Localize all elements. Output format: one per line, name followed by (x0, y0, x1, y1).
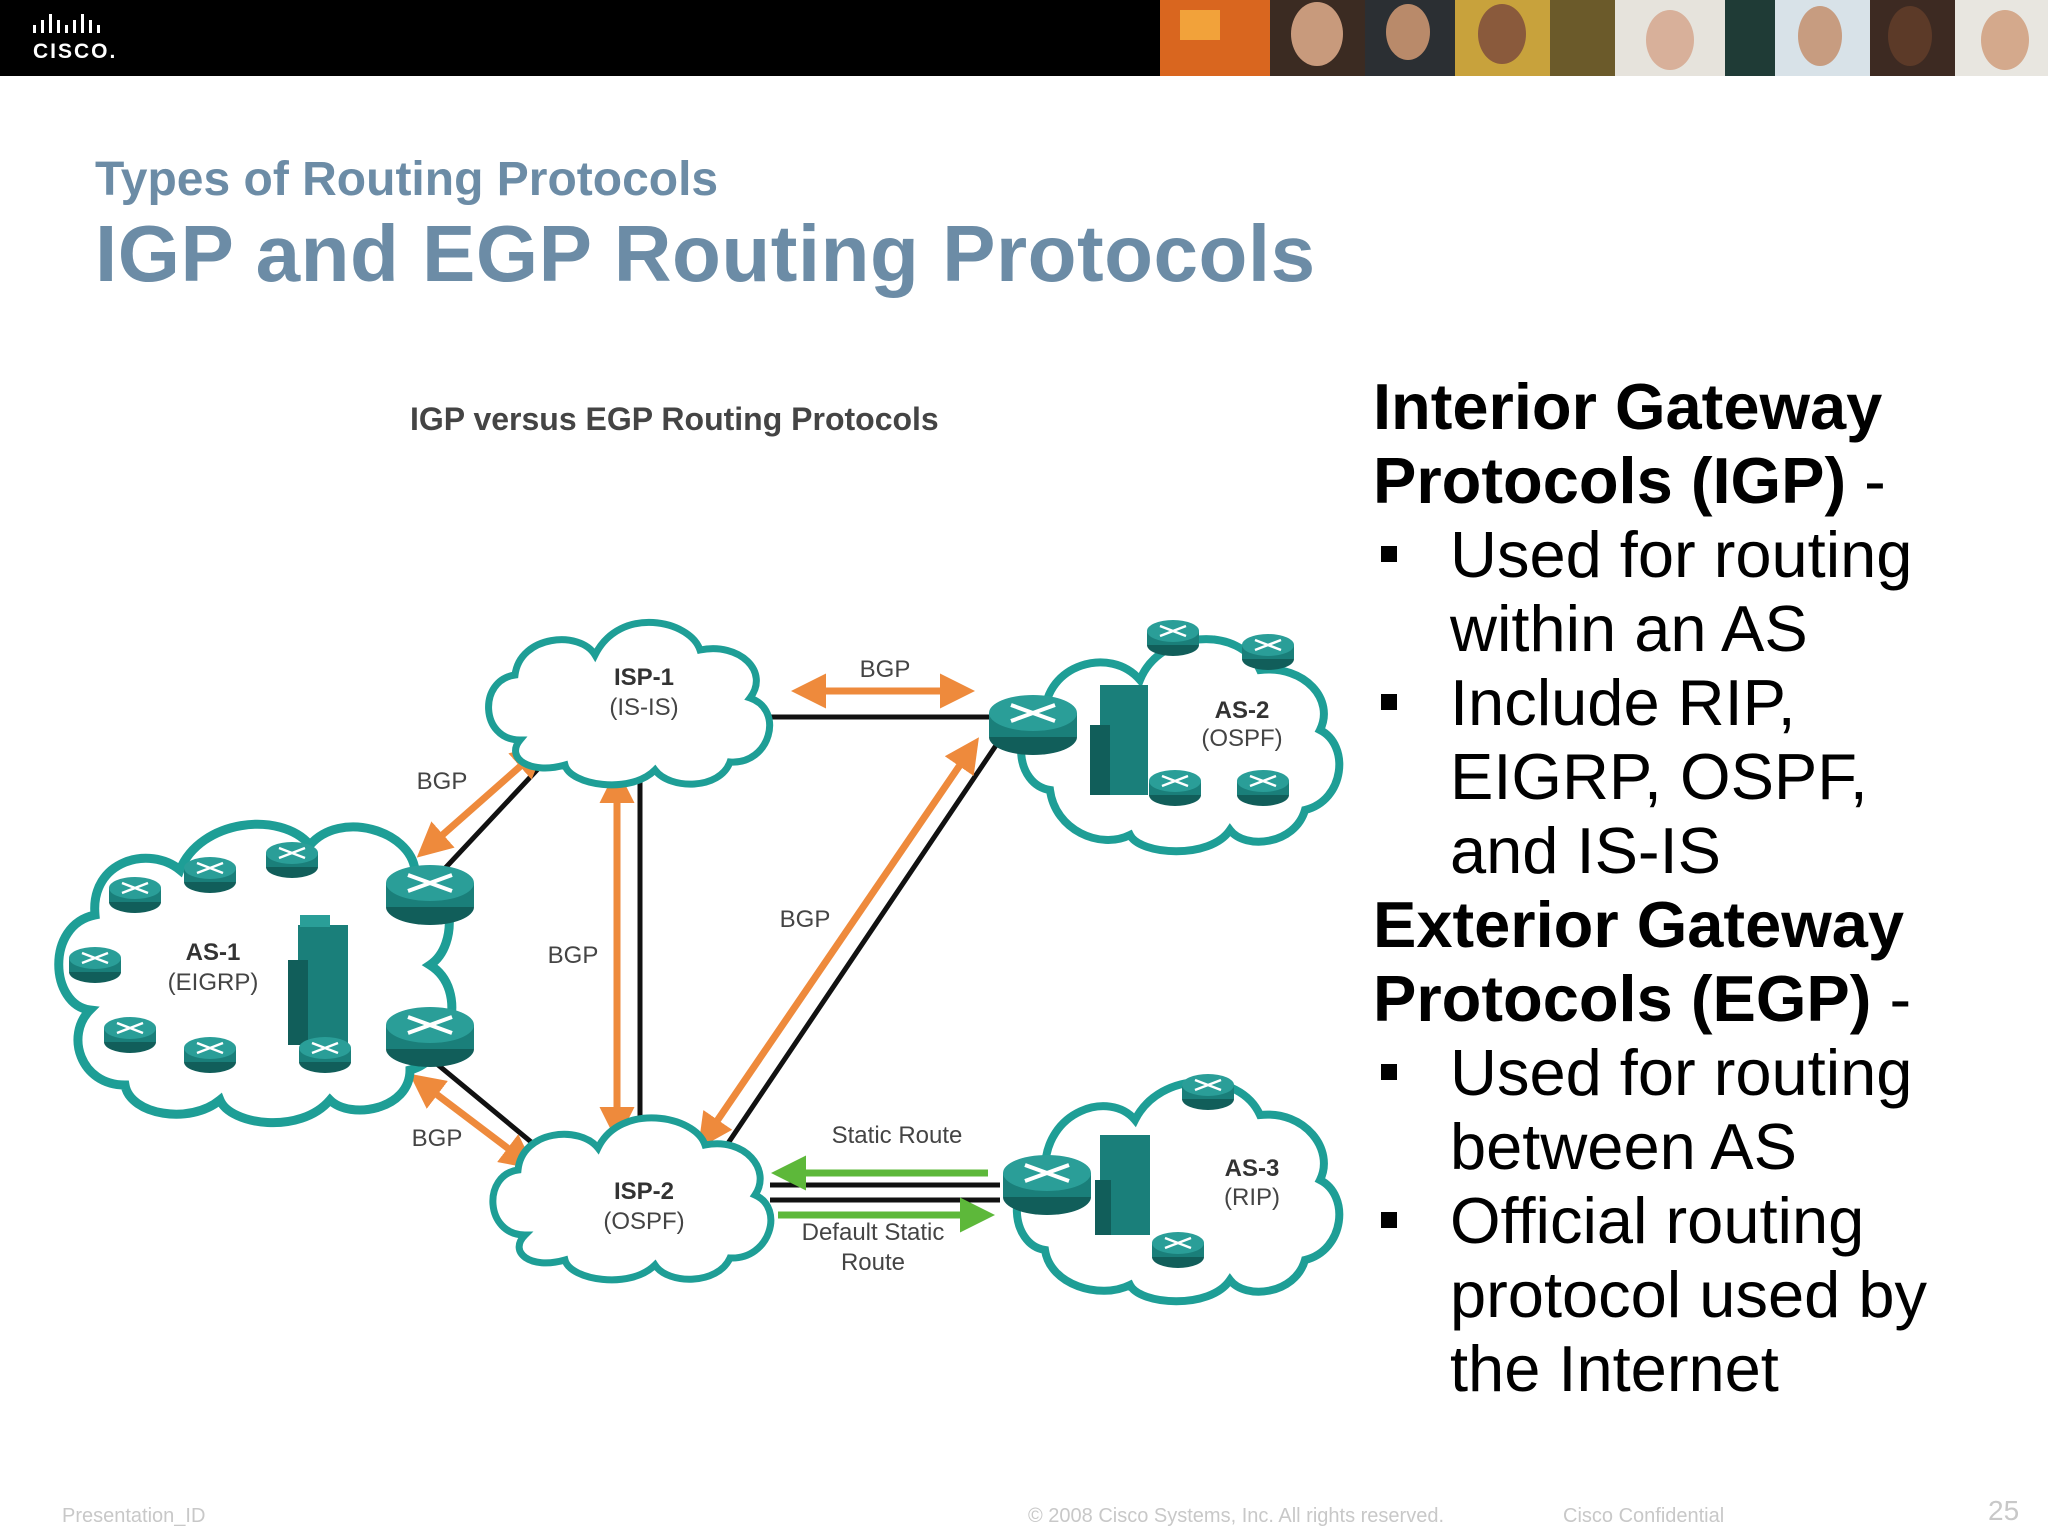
igp-heading-dash: - (1846, 444, 1886, 517)
as1-router-6 (182, 1035, 238, 1075)
egp-bullet-2-line-2: protocol used by (1450, 1258, 1927, 1331)
as3-router-2 (1150, 1230, 1206, 1270)
label-default-static-1: Default Static (802, 1219, 945, 1246)
as2-router-1 (1145, 618, 1201, 658)
header-photo-strip (1160, 0, 2048, 76)
diagram-caption: IGP versus EGP Routing Protocols (410, 401, 939, 437)
egp-heading-line-1: Exterior Gateway (1373, 888, 1905, 961)
as1-router-3 (264, 840, 320, 880)
egp-bullet-list: Used for routing between AS Official rou… (1373, 1036, 2043, 1406)
igp-bullet-1: Used for routing within an AS (1373, 518, 2043, 666)
bgp-arrows (409, 673, 979, 1170)
square-bullet-icon (1381, 546, 1397, 562)
as1-edge-router-2 (384, 1005, 476, 1069)
footer-copyright: © 2008 Cisco Systems, Inc. All rights re… (1028, 1505, 1445, 1527)
slide-subtitle: Types of Routing Protocols (95, 153, 719, 206)
isp2-cloud: ISP-2 (OSPF) (489, 1114, 775, 1284)
as1-router-5 (102, 1015, 158, 1055)
as1-edge-router-1 (384, 863, 476, 927)
egp-bullet-2-line-1: Official routing (1450, 1184, 1865, 1257)
static-arrows (771, 1155, 995, 1233)
label-bgp-isp1-as2: BGP (860, 656, 911, 683)
footer-presentation-id: Presentation_ID (62, 1505, 206, 1527)
isp2-name: ISP-2 (614, 1178, 674, 1205)
cisco-bridge-logo-icon (33, 14, 100, 33)
igp-bullet-1-line-1: Used for routing (1450, 518, 1913, 591)
isp1-name: ISP-1 (614, 664, 674, 691)
as1-protocol: (EIGRP) (168, 969, 259, 996)
protocol-description: Interior Gateway Protocols (IGP) - Used … (1373, 370, 2043, 1406)
square-bullet-icon (1381, 1064, 1397, 1080)
egp-heading-dash: - (1871, 962, 1912, 1035)
igp-bullet-2-line-1: Include RIP, (1450, 666, 1796, 739)
as1-cloud: AS-1 (EIGRP) (54, 819, 457, 1127)
egp-bullet-1-line-2: between AS (1450, 1110, 1797, 1183)
igp-bullet-1-line-2: within an AS (1450, 592, 1808, 665)
egp-heading: Exterior Gateway Protocols (EGP) - (1373, 888, 2043, 1036)
as3-protocol: (RIP) (1224, 1184, 1280, 1211)
egp-bullet-2-line-3: the Internet (1450, 1332, 1779, 1405)
as1-router-7 (297, 1035, 353, 1075)
label-bgp-as1-isp2: BGP (412, 1125, 463, 1152)
as1-router-2 (182, 855, 238, 895)
as1-router-4 (67, 945, 123, 985)
isp1-protocol: (IS-IS) (609, 694, 678, 721)
as2-protocol: (OSPF) (1201, 725, 1282, 752)
label-bgp-isp1-isp2: BGP (548, 942, 599, 969)
label-default-static-2: Route (841, 1249, 905, 1276)
igp-bullet-2-line-2: EIGRP, OSPF, (1450, 740, 1868, 813)
igp-bullet-list: Used for routing within an AS Include RI… (1373, 518, 2043, 888)
header-bar: CISCO. (0, 0, 2048, 76)
egp-bullet-1-line-1: Used for routing (1450, 1036, 1913, 1109)
as2-router-4 (1235, 768, 1291, 808)
igp-heading-line-1: Interior Gateway (1373, 370, 1883, 443)
footer-confidential: Cisco Confidential (1563, 1505, 1725, 1527)
brand-name: CISCO. (33, 40, 118, 63)
as2-cloud: AS-2 (OSPF) (1017, 618, 1344, 856)
as3-edge-router (1001, 1153, 1093, 1217)
as2-router-3 (1147, 768, 1203, 808)
slide-title: IGP and EGP Routing Protocols (95, 209, 1316, 298)
isp2-protocol: (OSPF) (603, 1208, 684, 1235)
as1-router-1 (107, 875, 163, 915)
label-bgp-isp2-as2: BGP (780, 906, 831, 933)
igp-egp-diagram: IGP versus EGP Routing Protocols ISP-1 (… (54, 401, 1344, 1306)
igp-heading: Interior Gateway Protocols (IGP) - (1373, 370, 2043, 518)
igp-bullet-2: Include RIP, EIGRP, OSPF, and IS-IS (1373, 666, 2043, 888)
as3-building-icon (1095, 1135, 1150, 1235)
as2-name: AS-2 (1215, 697, 1270, 724)
label-static-route: Static Route (832, 1122, 963, 1149)
as3-cloud: AS-3 (RIP) (1012, 1072, 1344, 1306)
as2-edge-router (987, 693, 1079, 757)
page-number: 25 (1988, 1495, 2020, 1526)
as1-name: AS-1 (186, 939, 241, 966)
egp-bullet-2: Official routing protocol used by the In… (1373, 1184, 2043, 1406)
igp-heading-line-2: Protocols (IGP) (1373, 444, 1847, 517)
egp-heading-line-2: Protocols (EGP) (1373, 962, 1872, 1035)
as3-router-1 (1180, 1072, 1236, 1112)
cisco-logo: CISCO. (30, 12, 130, 64)
egp-bullet-1: Used for routing between AS (1373, 1036, 2043, 1184)
as3-name: AS-3 (1225, 1155, 1280, 1182)
as2-router-2 (1240, 632, 1296, 672)
as1-building-icon (288, 915, 348, 1045)
label-bgp-as1-isp1: BGP (417, 768, 468, 795)
square-bullet-icon (1381, 1212, 1397, 1228)
square-bullet-icon (1381, 694, 1397, 710)
isp1-cloud: ISP-1 (IS-IS) (485, 618, 774, 789)
as2-building-icon (1090, 685, 1148, 795)
igp-bullet-2-line-3: and IS-IS (1450, 814, 1721, 887)
